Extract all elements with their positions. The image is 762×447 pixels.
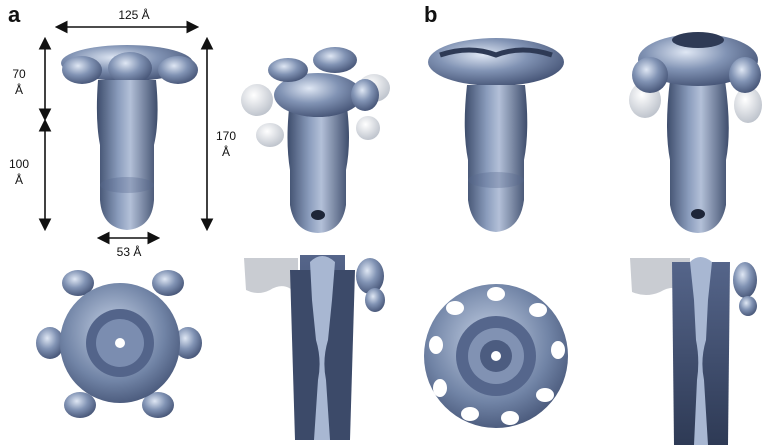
width-top-label: 125 Å: [104, 7, 164, 23]
panel-b-top-view: [424, 284, 568, 428]
height-lower-value: 100: [6, 156, 32, 172]
panel-label-a: a: [8, 2, 20, 28]
height-upper-label: 70 Å: [6, 66, 32, 98]
panel-a-cutaway: [244, 255, 385, 440]
width-bottom-label: 53 Å: [104, 244, 154, 260]
panel-label-b: b: [424, 2, 437, 28]
height-lower-unit: Å: [6, 172, 32, 188]
height-upper-unit: Å: [6, 82, 32, 98]
height-total-unit: Å: [212, 144, 240, 160]
panel-b-cutaway: [630, 257, 757, 445]
panel-a-top-view: [36, 270, 202, 418]
height-total-label: 170 Å: [212, 128, 240, 160]
panel-b-side-view: [428, 38, 564, 232]
height-upper-value: 70: [6, 66, 32, 82]
height-total-value: 170: [212, 128, 240, 144]
height-lower-label: 100 Å: [6, 156, 32, 188]
panel-b-tilted-view: [629, 32, 762, 233]
panel-a-side-view: [61, 45, 198, 230]
panel-a-tilted-view: [241, 47, 390, 233]
